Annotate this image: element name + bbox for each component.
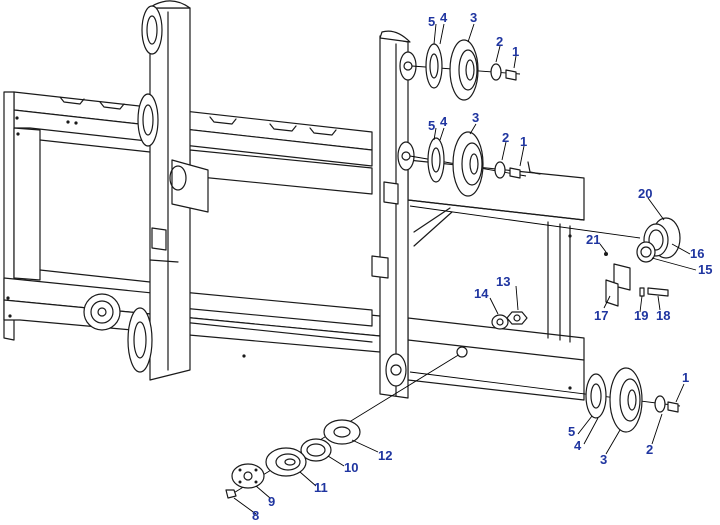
nut-washer — [491, 311, 528, 330]
wheel-hub-assembly — [225, 346, 468, 499]
callout-5a: 5 — [428, 14, 435, 29]
upper-roller-assembly — [411, 39, 521, 101]
callout-12: 12 — [378, 448, 392, 463]
pin-assembly — [409, 205, 681, 307]
callout-13: 13 — [496, 274, 510, 289]
callout-10: 10 — [344, 460, 358, 475]
callout-1b: 1 — [520, 134, 527, 149]
carriage-frame — [3, 91, 585, 401]
callout-5c: 5 — [568, 424, 575, 439]
callout-18: 18 — [656, 308, 670, 323]
callout-17: 17 — [594, 308, 608, 323]
callout-3b: 3 — [472, 110, 479, 125]
callout-labels: 5 4 3 2 1 5 4 3 2 1 20 21 16 15 13 14 17… — [252, 10, 712, 523]
left-upright — [127, 0, 209, 381]
callout-20: 20 — [638, 186, 652, 201]
callout-leaders — [233, 23, 697, 515]
callout-21: 21 — [586, 232, 600, 247]
callout-1a: 1 — [512, 44, 519, 59]
callout-5b: 5 — [428, 118, 435, 133]
callout-9: 9 — [268, 494, 275, 509]
callout-19: 19 — [634, 308, 648, 323]
callout-15: 15 — [698, 262, 712, 277]
callout-3a: 3 — [470, 10, 477, 25]
callout-4b: 4 — [440, 114, 448, 129]
middle-roller-assembly — [409, 131, 527, 197]
callout-2b: 2 — [502, 130, 509, 145]
callout-4a: 4 — [440, 10, 448, 25]
right-upright — [371, 30, 417, 399]
callout-1c: 1 — [682, 370, 689, 385]
lower-roller-assembly — [409, 367, 681, 433]
callout-16: 16 — [690, 246, 704, 261]
callout-3c: 3 — [600, 452, 607, 467]
callout-11: 11 — [314, 480, 328, 495]
callout-2a: 2 — [496, 34, 503, 49]
callout-8: 8 — [252, 508, 259, 523]
callout-4c: 4 — [574, 438, 582, 453]
callout-2c: 2 — [646, 442, 653, 457]
callout-14: 14 — [474, 286, 489, 301]
